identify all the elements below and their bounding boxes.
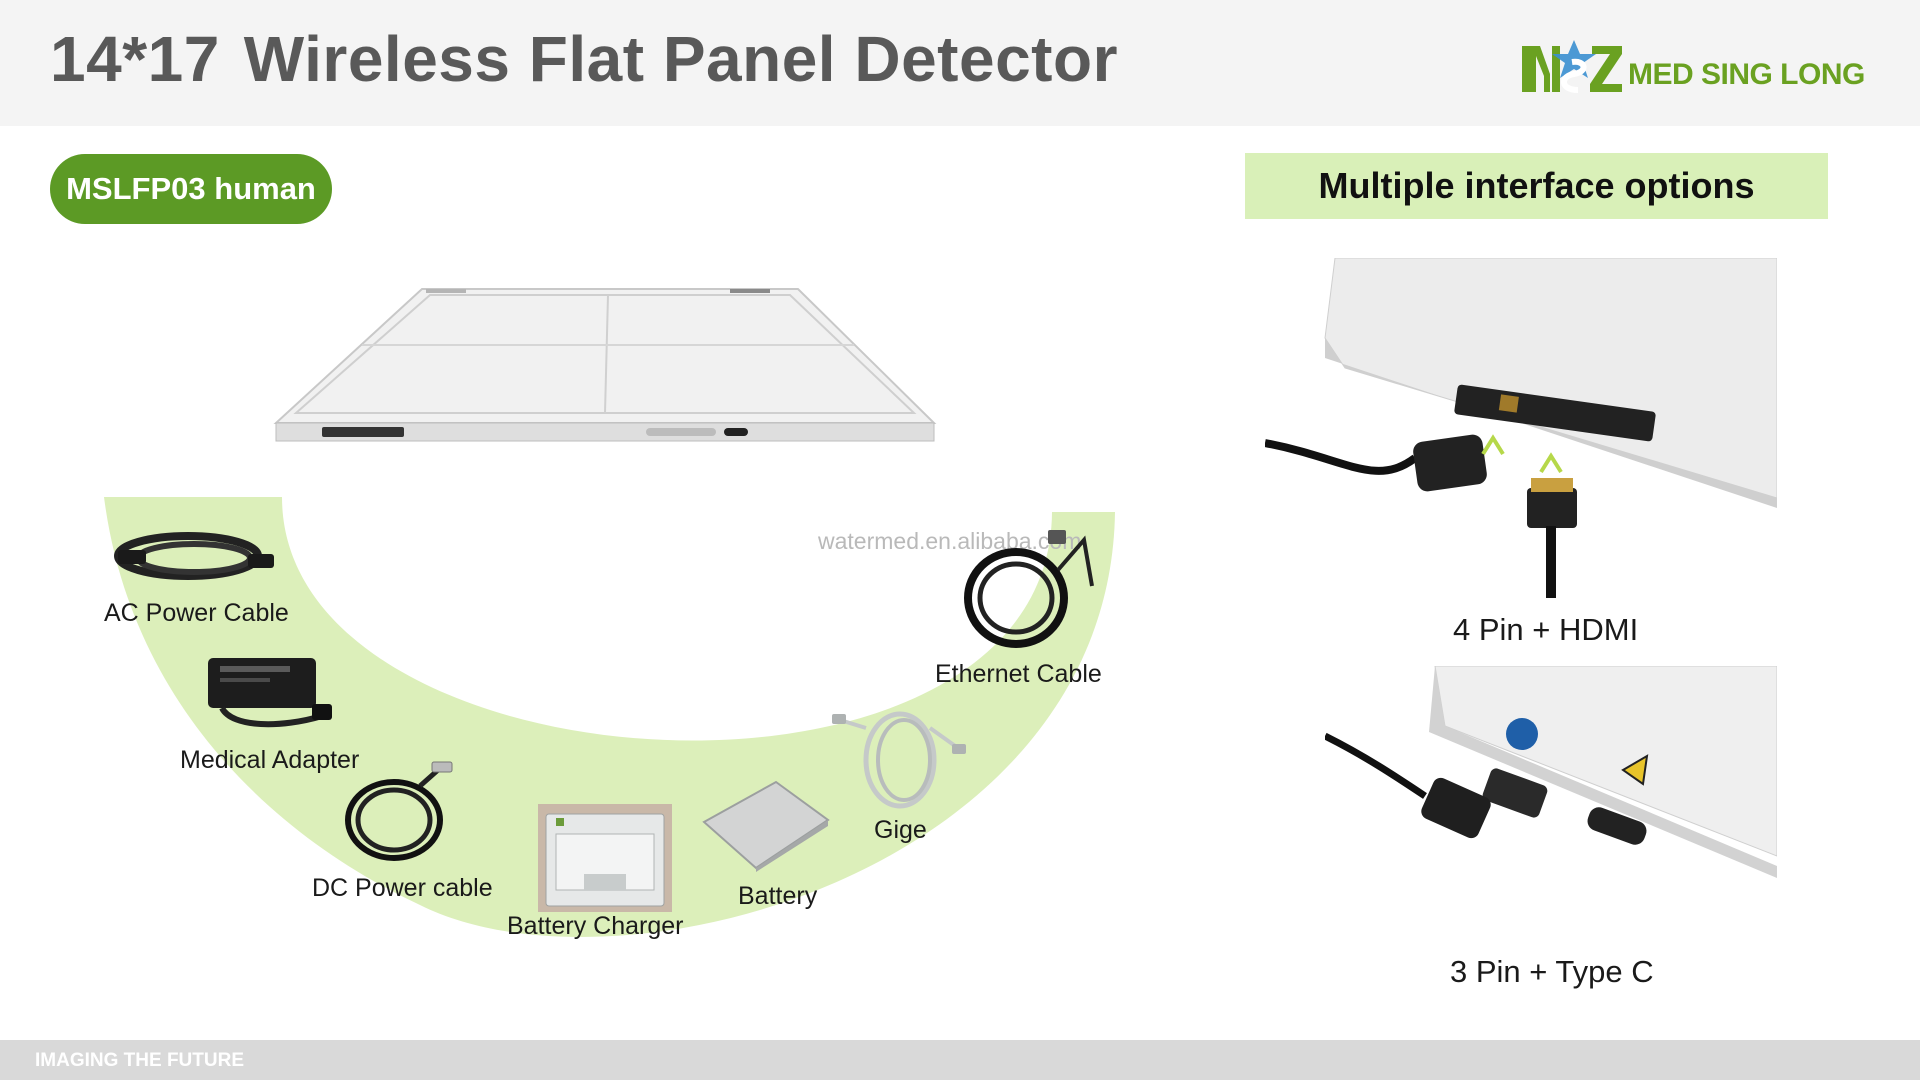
title-model-size: 14*17 — [50, 23, 220, 95]
header-bar: 14*17 Wireless Flat Panel Detector MED SI… — [0, 0, 1920, 126]
port-3pin-typec-illustration — [1325, 666, 1777, 938]
gige-cable-image — [832, 711, 966, 809]
accessory-label-ac-power-cable: AC Power Cable — [104, 599, 289, 627]
watermark-text: watermed.en.alibaba.com — [818, 528, 1082, 554]
model-badge: MSLFP03 human — [50, 154, 332, 224]
footer-bar: IMAGING THE FUTURE — [0, 1040, 1920, 1080]
interface-label-4pin-hdmi: 4 Pin + HDMI — [1453, 612, 1639, 647]
accessory-label-ethernet-cable: Ethernet Cable — [935, 660, 1102, 688]
footer-tagline: IMAGING THE FUTURE — [35, 1050, 244, 1071]
interface-photo-3pin-typec — [1325, 666, 1777, 938]
interface-label-3pin-typec: 3 Pin + Type C — [1450, 954, 1654, 989]
dc-power-cable-image — [345, 761, 453, 861]
title-product-name: Wireless Flat Panel Detector — [243, 23, 1118, 95]
medical-adapter-image — [208, 658, 332, 728]
ac-power-cable-image — [114, 532, 274, 580]
accessory-label-medical-adapter: Medical Adapter — [180, 746, 360, 774]
accessory-label-dc-power-cable: DC Power cable — [312, 874, 493, 902]
interface-photo-4pin-hdmi — [1265, 258, 1777, 598]
logo-mark-icon — [1522, 40, 1622, 93]
page-title: 14*17 Wireless Flat Panel Detector — [50, 22, 1118, 96]
battery-image — [702, 780, 830, 872]
logo-text: MED SING LONG — [1628, 58, 1865, 91]
flat-panel-detector-image — [273, 288, 937, 442]
port-4pin-hdmi-illustration — [1265, 258, 1777, 598]
accessory-label-battery: Battery — [738, 882, 818, 910]
accessory-label-gige: Gige — [874, 816, 927, 844]
company-logo: MED SING LONG — [1518, 38, 1878, 98]
battery-charger-image — [538, 804, 672, 912]
accessory-label-battery-charger: Battery Charger — [507, 912, 684, 940]
ethernet-cable-image — [964, 530, 1094, 648]
interface-section-heading: Multiple interface options — [1245, 153, 1828, 219]
